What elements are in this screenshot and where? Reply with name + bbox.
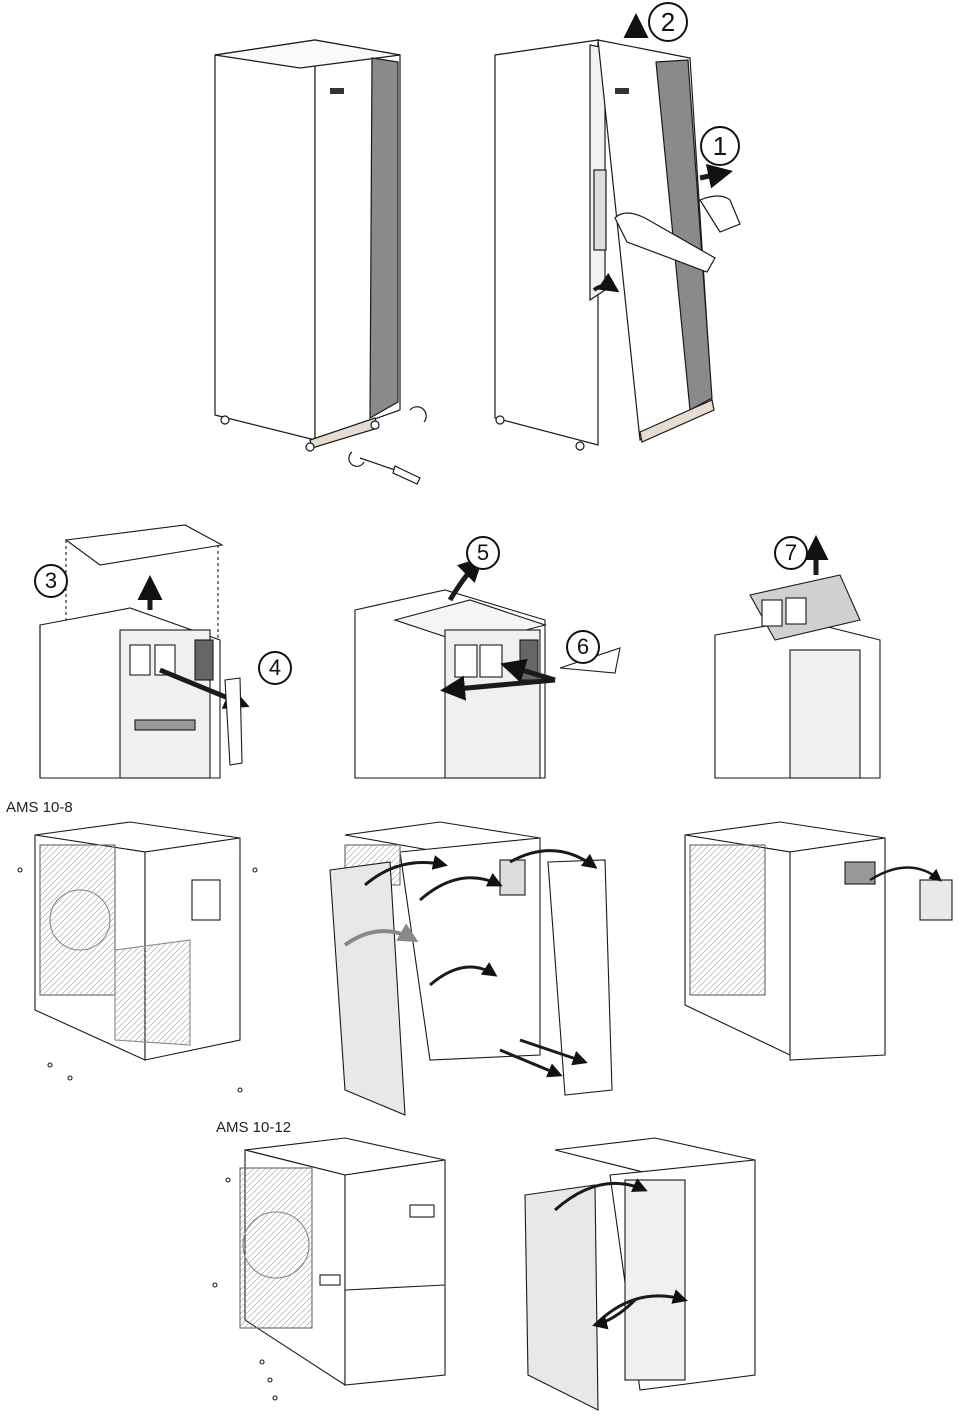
step-number-5: 5 (466, 536, 500, 570)
step-number-1: 1 (700, 126, 740, 166)
outdoor-unit-12-closed (212, 1137, 446, 1401)
front-panel-removed (524, 1184, 599, 1411)
screwdriver (348, 406, 427, 485)
side-panel-removed (329, 861, 406, 1116)
model-label-ams-10-8: AMS 10-8 (6, 799, 73, 816)
indoor-unit-top-open (39, 524, 250, 779)
indoor-unit-opening (494, 13, 741, 451)
indoor-unit-module-lift (714, 535, 881, 779)
step-number-4: 4 (258, 651, 292, 685)
indoor-unit-cover-release (354, 556, 621, 779)
step-number-2: 2 (648, 2, 688, 42)
model-label-ams-10-12: AMS 10-12 (216, 1119, 292, 1136)
step-number-6: 6 (566, 630, 600, 664)
indoor-unit-closed (214, 39, 401, 452)
outdoor-unit-8-panels-removed (329, 821, 613, 1116)
outdoor-unit-8-closed (17, 821, 258, 1093)
outdoor-unit-12-panel-removed (524, 1137, 756, 1411)
outdoor-unit-8-cover-off (684, 821, 953, 1061)
front-side-panel-gray (369, 57, 399, 420)
step-number-7: 7 (774, 536, 808, 570)
step-number-3: 3 (34, 564, 68, 598)
